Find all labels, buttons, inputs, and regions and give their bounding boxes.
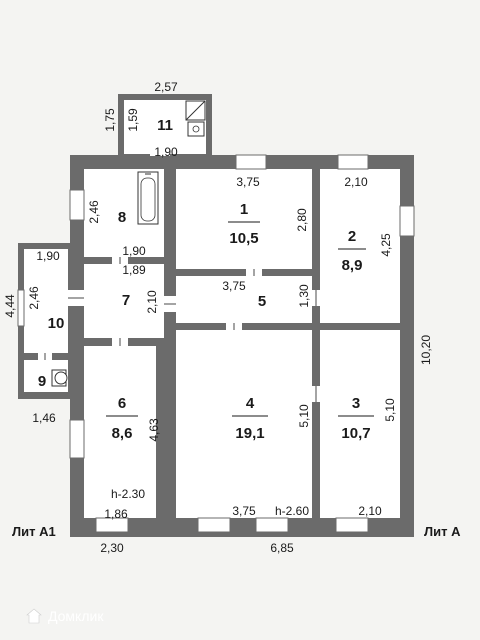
dim-5-10-room4: 5,10	[297, 404, 311, 428]
brand-watermark: Домклик	[26, 608, 103, 624]
room-4-number: 4	[246, 395, 255, 412]
dim-5-10-room3: 5,10	[383, 398, 397, 422]
dim-6-85: 6,85	[270, 541, 294, 555]
dim-3-75-mid: 3,75	[222, 279, 246, 293]
dim-2-10-room7: 2,10	[145, 290, 159, 314]
room-8-number: 8	[118, 209, 126, 226]
dim-1-75: 1,75	[103, 108, 117, 132]
dim-1-59: 1,59	[126, 108, 140, 132]
room-1-number: 1	[240, 201, 248, 218]
dim-4-63: 4,63	[147, 418, 161, 442]
lit-a-label: Лит А	[424, 524, 461, 539]
room-4-area: 19,1	[235, 425, 264, 442]
dim-4-44: 4,44	[3, 294, 17, 318]
dim-3-75-bottom: 3,75	[232, 504, 256, 518]
room-labels: 11 8 1 10,5 2 8,9 7 5 10 9 6 8,6 4 19,1 …	[38, 117, 374, 442]
dim-3-75-top: 3,75	[236, 175, 260, 189]
brand-name: Домклик	[48, 608, 104, 624]
room-3-number: 3	[352, 395, 360, 412]
dim-2-10-bottom: 2,10	[358, 504, 382, 518]
room-2-area: 8,9	[342, 257, 363, 274]
dim-2-57: 2,57	[154, 80, 178, 94]
room-10-number: 10	[48, 315, 65, 332]
room-2-number: 2	[348, 228, 356, 245]
room-floors	[24, 100, 400, 518]
room-6-number: 6	[118, 395, 126, 412]
bathtub-icon	[137, 171, 159, 225]
dim-2-30: 2,30	[100, 541, 124, 555]
dim-1-46: 1,46	[32, 411, 56, 425]
dim-2-46-room8: 2,46	[87, 200, 101, 224]
dim-h-2-60: h-2.60	[275, 504, 309, 518]
dim-2-46-room10: 2,46	[27, 286, 41, 310]
sink-icon	[187, 121, 205, 137]
dim-2-80: 2,80	[295, 208, 309, 232]
room-9-number: 9	[38, 373, 46, 390]
fixtures	[51, 100, 206, 387]
room-5-number: 5	[258, 293, 266, 310]
room-1-area: 10,5	[229, 230, 258, 247]
windows	[17, 154, 415, 533]
dim-10-20: 10,20	[419, 335, 433, 365]
toilet-icon	[51, 369, 68, 387]
room-6-area: 8,6	[112, 425, 133, 442]
room-3-area: 10,7	[341, 425, 370, 442]
dim-h-2-30: h-2.30	[111, 487, 145, 501]
dimensions: 2,57 1,75 1,59 1,90 3,75 2,10 2,46 2,80 …	[3, 80, 433, 555]
shower-icon	[185, 100, 206, 121]
doors	[38, 154, 320, 402]
room-7-number: 7	[122, 292, 130, 309]
dim-1-90-left: 1,90	[36, 249, 60, 263]
room-11-number: 11	[157, 117, 173, 134]
lit-a1-label: Лит А1	[12, 524, 56, 539]
dim-1-86: 1,86	[104, 507, 128, 521]
dim-1-90-top: 1,90	[154, 145, 178, 159]
house-icon	[26, 608, 42, 624]
dim-4-25: 4,25	[379, 233, 393, 257]
dim-1-90-mid: 1,90	[122, 244, 146, 258]
dim-1-30: 1,30	[297, 284, 311, 308]
dim-1-89: 1,89	[122, 263, 146, 277]
dim-2-10-top: 2,10	[344, 175, 368, 189]
